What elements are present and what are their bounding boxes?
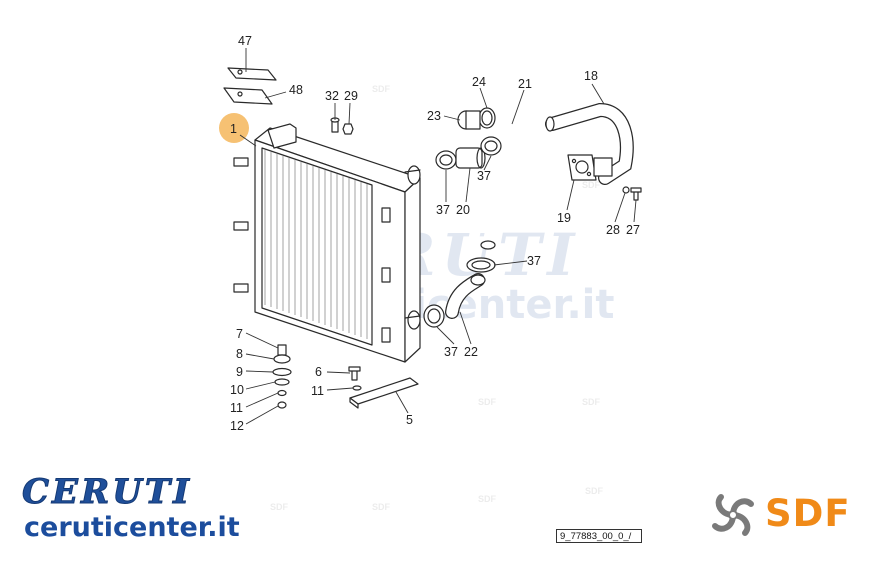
clamp-37-a <box>435 150 457 170</box>
screw-32 <box>330 117 340 133</box>
watermark-tag: SDF <box>478 494 497 504</box>
watermark-tag: SDF <box>270 502 289 512</box>
callout-37-d: 37 <box>444 345 458 359</box>
clamp-24 <box>478 107 496 129</box>
watermark-tag: SDF <box>478 397 497 407</box>
bracket-47 <box>227 67 277 81</box>
callout-10: 10 <box>230 383 244 397</box>
callout-5: 5 <box>406 413 413 427</box>
watermark-tag: SDF <box>372 84 391 94</box>
mount-hardware <box>272 344 292 409</box>
callout-20: 20 <box>456 203 470 217</box>
washer-9 <box>272 367 292 377</box>
watermark-tag: SDF <box>582 397 601 407</box>
callout-48: 48 <box>289 83 303 97</box>
callout-18: 18 <box>584 69 598 83</box>
callout-21: 21 <box>518 77 532 91</box>
cap-23 <box>457 110 481 130</box>
callout-7: 7 <box>236 327 243 341</box>
callout-11-b: 11 <box>311 384 324 398</box>
screw-27 <box>630 187 642 201</box>
radiator <box>233 123 421 363</box>
hose-22 <box>445 273 486 319</box>
hose-21 <box>480 103 546 250</box>
nut-29 <box>342 123 354 135</box>
sdf-logo: SDF <box>705 490 855 540</box>
callout-37-a: 37 <box>436 203 450 217</box>
callout-12: 12 <box>230 419 244 433</box>
sdf-label: SDF <box>765 492 851 535</box>
callout-37-b: 37 <box>477 169 491 183</box>
company-website: ceruticenter.it <box>24 512 240 543</box>
hose-18 <box>545 102 634 185</box>
clamp-37-d <box>423 304 445 328</box>
callout-29: 29 <box>344 89 358 103</box>
bush-10 <box>274 378 290 386</box>
nut-12 <box>277 401 287 409</box>
screw-6 <box>348 366 362 391</box>
callout-9: 9 <box>236 365 243 379</box>
callout-labels: 1 47 48 32 29 24 21 18 23 37 20 37 19 28… <box>230 34 640 433</box>
hose-20 <box>455 147 486 169</box>
washer-11 <box>277 389 287 397</box>
gasket-19 <box>567 154 597 181</box>
rubber-8 <box>273 354 291 364</box>
callout-19: 19 <box>557 211 571 225</box>
stud-7 <box>277 344 287 356</box>
callout-6: 6 <box>315 365 322 379</box>
callout-11-a: 11 <box>230 401 243 415</box>
bracket-5 <box>349 377 419 409</box>
drawing-reference-code: 9_77883_00_0_/ <box>556 529 642 543</box>
watermark-tag: SDF <box>372 502 391 512</box>
callout-28: 28 <box>606 223 620 237</box>
callout-27: 27 <box>626 223 640 237</box>
callout-23: 23 <box>427 109 441 123</box>
callout-32: 32 <box>325 89 339 103</box>
callout-47: 47 <box>238 34 252 48</box>
callout-37-c: 37 <box>527 254 541 268</box>
clamp-37-c <box>466 257 496 273</box>
leader-lines <box>239 48 637 425</box>
callout-1: 1 <box>230 122 237 136</box>
callout-24: 24 <box>472 75 486 89</box>
company-logo-name: CERUTI <box>21 472 193 513</box>
clamp-37-b <box>480 136 502 156</box>
callout-8: 8 <box>236 347 243 361</box>
watermark-tag: SDF <box>582 180 601 190</box>
washer-28 <box>622 186 630 194</box>
watermark-tag: SDF <box>585 486 604 496</box>
sdf-swirl-icon <box>712 494 754 536</box>
bracket-48 <box>223 87 273 105</box>
callout-22: 22 <box>464 345 478 359</box>
flange <box>593 157 613 177</box>
